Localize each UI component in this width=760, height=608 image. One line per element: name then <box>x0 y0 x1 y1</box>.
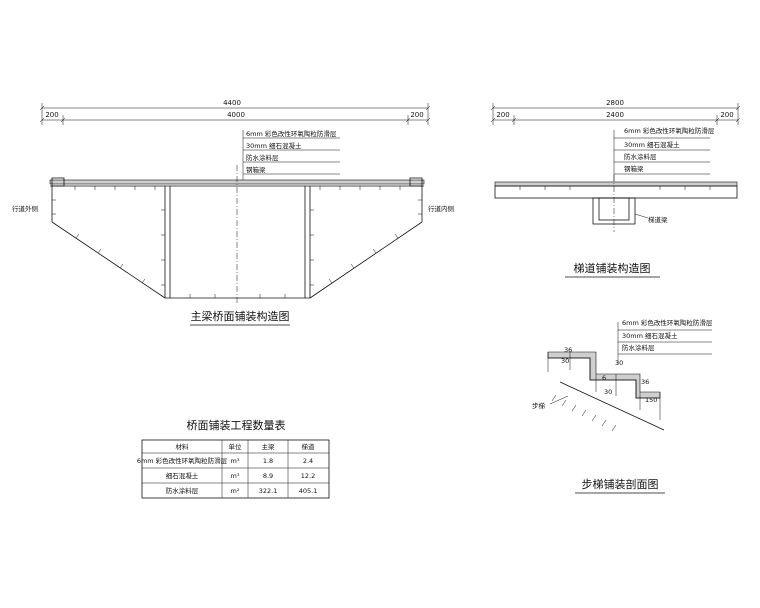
section-dim-2: 36 <box>564 346 572 354</box>
stair-dim-mid: 2400 <box>606 111 624 119</box>
main-layer-leaders <box>242 130 340 183</box>
section-layer-3: 防水涂料层 <box>622 343 655 352</box>
section-dim-6: 36 <box>641 378 649 386</box>
main-caption: 主梁桥面铺装构造图 <box>191 309 290 323</box>
section-layer-2: 30mm 细石混凝土 <box>622 331 678 340</box>
table-header-material: 材料 <box>176 442 190 451</box>
main-dim-mid: 4000 <box>227 111 245 119</box>
row2-material: 细石混凝土 <box>166 471 199 480</box>
section-layer-1: 6mm 彩色改性环氧陶粒防滑层 <box>622 318 713 327</box>
section-dim-1: 30 <box>561 357 569 365</box>
row1-stair: 2.4 <box>303 457 313 465</box>
section-dim-5: 30 <box>604 388 612 396</box>
table-title: 桥面铺装工程数量表 <box>187 418 286 432</box>
table-header-unit: 单位 <box>229 442 243 451</box>
section-step-label: 步梯 <box>532 401 546 410</box>
main-layer-1: 6mm 彩色改性环氧陶粒防滑层 <box>246 129 337 138</box>
section-dim-3: 30 <box>615 359 623 367</box>
main-dim-right: 200 <box>410 111 423 119</box>
row2-unit: m³ <box>231 472 240 480</box>
row3-material: 防水涂料层 <box>166 486 199 495</box>
stair-section-drawing: 6mm 彩色改性环氧陶粒防滑层 30mm 细石混凝土 防水涂料层 30 36 3… <box>532 318 713 494</box>
stair-beam-drawing: 2800 200 2400 200 6mm 彩色改性环氧陶粒防滑层 30mm 细… <box>490 99 741 278</box>
main-label-left: 行道外侧 <box>12 204 38 213</box>
stair-dim-right: 200 <box>720 111 733 119</box>
row2-main: 8.9 <box>263 472 273 480</box>
section-dim-4: 6 <box>602 374 606 382</box>
row1-material: 6mm 彩色改性环氧陶粒防滑层 <box>137 456 228 465</box>
stair-caption: 梯道铺装构造图 <box>574 261 651 275</box>
section-steps <box>547 351 665 432</box>
table-grid <box>141 439 330 499</box>
main-label-right: 行道内侧 <box>428 204 454 213</box>
main-dimension-lines <box>39 103 431 125</box>
main-stiffeners <box>52 186 422 298</box>
stair-beam-label: 梯道梁 <box>648 215 668 224</box>
stair-dim-total: 2800 <box>606 99 624 107</box>
main-box-outline <box>51 186 423 299</box>
row3-stair: 405.1 <box>299 487 318 495</box>
row1-main: 1.8 <box>263 457 273 465</box>
section-dim-7: 150 <box>645 396 657 404</box>
main-layer-2: 30mm 细石混凝土 <box>246 141 302 150</box>
section-caption: 步梯铺装剖面图 <box>582 477 659 491</box>
stair-beam-leader <box>634 213 649 219</box>
table-row: 细石混凝土 m³ 8.9 12.2 <box>166 471 315 480</box>
quantity-table: 桥面铺装工程数量表 材料 单位 主梁 梯道 6mm 彩色改性环氧陶粒防滑层 m³… <box>137 418 330 499</box>
stair-deck <box>494 181 738 199</box>
stair-layer-3: 防水涂料层 <box>624 152 657 161</box>
row1-unit: m³ <box>231 457 240 465</box>
main-layer-4: 钢箱梁 <box>246 165 266 174</box>
section-layer-leaders <box>617 322 712 365</box>
stair-layer-leaders <box>613 130 710 186</box>
main-dim-left: 200 <box>45 111 58 119</box>
stair-layer-1: 6mm 彩色改性环氧陶粒防滑层 <box>624 126 715 135</box>
table-row: 防水涂料层 m² 322.1 405.1 <box>166 486 318 495</box>
main-girder-drawing: 4400 200 4000 200 6mm 彩色改性环氧陶粒防滑层 30mm 细… <box>12 99 454 326</box>
row3-unit: m² <box>231 487 240 495</box>
stair-dimension-lines <box>490 103 741 125</box>
table-row: 6mm 彩色改性环氧陶粒防滑层 m³ 1.8 2.4 <box>137 456 313 465</box>
main-dim-total: 4400 <box>223 99 241 107</box>
table-header-stair: 梯道 <box>302 442 316 451</box>
stair-layer-4: 钢箱梁 <box>624 164 644 173</box>
stair-layer-2: 30mm 细石混凝土 <box>624 140 680 149</box>
main-layer-3: 防水涂料层 <box>246 153 279 162</box>
section-step-leader <box>549 395 569 405</box>
row3-main: 322.1 <box>259 487 278 495</box>
row2-stair: 12.2 <box>301 472 315 480</box>
stair-dim-left: 200 <box>496 111 509 119</box>
table-header-main: 主梁 <box>262 442 276 451</box>
